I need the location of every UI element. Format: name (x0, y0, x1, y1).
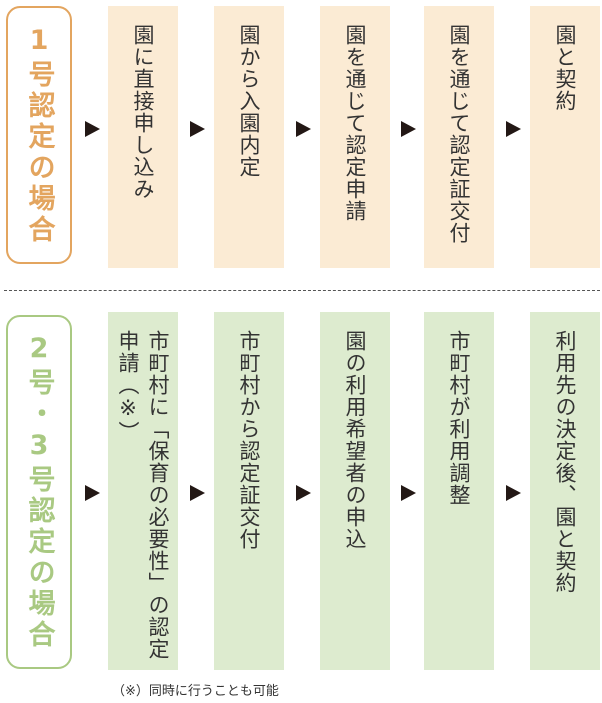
type23-step-3: 園の利用希望者の申込 (320, 312, 390, 670)
arrow-icon (401, 121, 416, 137)
type23-step-5-text: 利用先の決定後、園と契約 (553, 330, 577, 594)
arrow-icon (85, 121, 100, 137)
type1-label-box: 1号認定の場合 (6, 6, 72, 264)
arrow-icon (190, 121, 205, 137)
type1-step-1: 園に直接申し込み (108, 6, 178, 268)
arrow-icon (506, 485, 521, 501)
type1-step-2-text: 園から入園内定 (237, 24, 261, 178)
type1-step-2: 園から入園内定 (214, 6, 284, 268)
type1-step-5: 園と契約 (530, 6, 600, 268)
arrow-icon (296, 485, 311, 501)
type23-label-box: 2号・3号認定の場合 (6, 315, 72, 669)
type1-step-4-text: 園を通じて認定証交付 (447, 24, 471, 244)
arrow-icon (190, 485, 205, 501)
type23-step-5: 利用先の決定後、園と契約 (530, 312, 600, 670)
type1-label: 1号認定の場合 (23, 24, 55, 246)
footnote: （※）同時に行うことも可能 (112, 684, 279, 699)
arrow-icon (506, 121, 521, 137)
type1-step-5-text: 園と契約 (553, 24, 577, 112)
type23-step-1-text: 市町村に「保育の必要性」の認定申請（※） (116, 330, 170, 660)
type23-step-3-text: 園の利用希望者の申込 (343, 330, 367, 550)
dashed-divider (4, 290, 600, 291)
arrow-icon (296, 121, 311, 137)
arrow-icon (85, 485, 100, 501)
type23-step-2: 市町村から認定証交付 (214, 312, 284, 670)
arrow-icon (401, 485, 416, 501)
type23-step-4: 市町村が利用調整 (424, 312, 494, 670)
type1-step-4: 園を通じて認定証交付 (424, 6, 494, 268)
type23-label: 2号・3号認定の場合 (23, 333, 55, 651)
type23-step-4-text: 市町村が利用調整 (447, 330, 471, 506)
type23-step-1: 市町村に「保育の必要性」の認定申請（※） (108, 312, 178, 670)
type23-step-2-text: 市町村から認定証交付 (237, 330, 261, 550)
type1-step-1-text: 園に直接申し込み (131, 24, 155, 200)
type1-step-3-text: 園を通じて認定申請 (343, 24, 367, 222)
type1-step-3: 園を通じて認定申請 (320, 6, 390, 268)
